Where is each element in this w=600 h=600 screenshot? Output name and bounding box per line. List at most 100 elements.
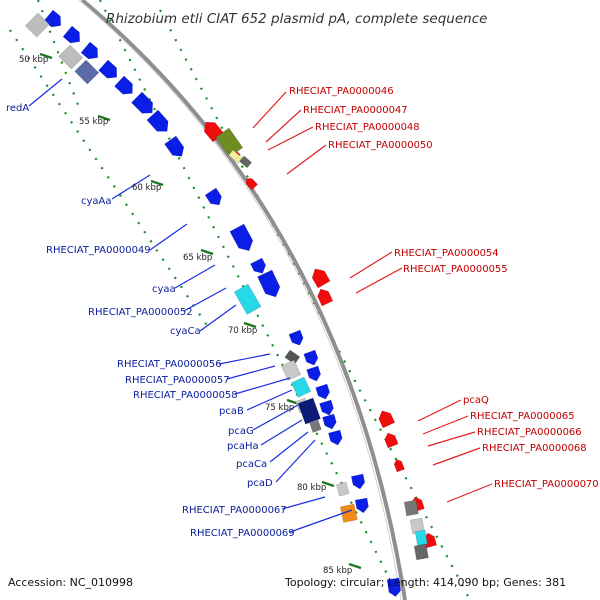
forward-gene: [114, 75, 133, 95]
leader-line: [226, 365, 276, 380]
gene-label-RHECIAT_PA0000058[interactable]: RHECIAT_PA0000058: [133, 390, 238, 401]
gene-box: [290, 376, 312, 398]
gene-box: [280, 359, 302, 381]
gene-arrow: [311, 268, 331, 289]
reverse-gene: [317, 288, 334, 307]
gene-label-pcaB[interactable]: pcaB: [219, 406, 244, 417]
gene-label-RHECIAT_PA0000067[interactable]: RHECIAT_PA0000067: [182, 505, 287, 516]
leader-line: [289, 509, 353, 533]
gene-label-RHECIAT_PA0000057[interactable]: RHECIAT_PA0000057: [125, 375, 230, 386]
forward-gene: [80, 41, 99, 60]
gene-label-RHECIAT_PA0000054[interactable]: RHECIAT_PA0000054: [394, 248, 499, 259]
gene-label-cyaa[interactable]: cyaa: [152, 284, 176, 295]
leader-line: [427, 431, 476, 447]
gene-label-RHECIAT_PA0000068[interactable]: RHECIAT_PA0000068: [482, 443, 587, 454]
gene-box: [74, 59, 100, 85]
forward-gene: [319, 399, 334, 416]
gene-label-RHECIAT_PA0000069[interactable]: RHECIAT_PA0000069: [190, 528, 295, 539]
kbp-tick-mark: [200, 248, 214, 256]
gene-arrow: [315, 383, 330, 400]
topology-text: Topology: circular; Length: 414,090 bp; …: [284, 576, 566, 589]
kbp-marker-50: 50 kbp: [19, 55, 48, 65]
gene-label-RHECIAT_PA0000056[interactable]: RHECIAT_PA0000056: [117, 359, 222, 370]
gene-features: [24, 9, 437, 598]
reverse-gene: [384, 432, 399, 449]
gene-label-pcaCa[interactable]: pcaCa: [236, 459, 267, 470]
gene-grey: [280, 359, 302, 381]
gene-box: [414, 529, 428, 546]
gene-pale: [228, 149, 243, 164]
kbp-marker-85: 85 kbp: [323, 566, 352, 576]
leader-line: [281, 496, 326, 510]
forward-gene: [250, 257, 267, 274]
kbp-tick-mark: [321, 480, 335, 488]
gene-label-pcaHa[interactable]: pcaHa: [227, 441, 259, 452]
gene-arrow: [164, 135, 185, 157]
leader-line: [183, 287, 227, 312]
leader-line: [417, 399, 462, 422]
gene-label-RHECIAT_PA0000049[interactable]: RHECIAT_PA0000049: [46, 245, 151, 256]
gene-label-RHECIAT_PA0000050[interactable]: RHECIAT_PA0000050: [328, 140, 433, 151]
gene-arrow: [354, 497, 369, 514]
forward-gene: [164, 135, 185, 157]
gene-label-RHECIAT_PA0000065[interactable]: RHECIAT_PA0000065: [470, 411, 575, 422]
reverse-gene: [311, 268, 331, 289]
gene-label-RHECIAT_PA0000052[interactable]: RHECIAT_PA0000052: [88, 307, 193, 318]
gene-arrow: [319, 399, 334, 416]
gene-label-cyaAa[interactable]: cyaAa: [81, 196, 112, 207]
forward-gene: [146, 109, 169, 132]
forward-gene: [130, 91, 154, 114]
leader-line: [149, 223, 188, 251]
gene-arrow: [130, 91, 154, 114]
kbp-tick-mark: [97, 114, 111, 122]
gene-box: [309, 419, 322, 433]
gene-arrow: [204, 187, 222, 206]
gene-label-pcaD[interactable]: pcaD: [247, 478, 273, 489]
gene-box: [228, 149, 243, 164]
tick-guide-line: [159, 9, 471, 600]
gene-label-RHECIAT_PA0000046[interactable]: RHECIAT_PA0000046: [289, 86, 394, 97]
leader-line: [111, 174, 151, 200]
forward-gene: [386, 577, 402, 598]
gene-navy: [297, 397, 321, 425]
gene-label-pcaG[interactable]: pcaG: [228, 426, 254, 437]
gene-label-RHECIAT_PA0000066[interactable]: RHECIAT_PA0000066: [477, 427, 582, 438]
backbone-arc: [80, 0, 407, 600]
gene-cyan: [290, 376, 312, 398]
gene-arrow: [98, 59, 117, 79]
gene-label-RHECIAT_PA0000070[interactable]: RHECIAT_PA0000070: [494, 479, 599, 490]
gene-arrow: [114, 75, 133, 95]
gene-arrow: [384, 432, 399, 449]
tick-guide-line: [99, 0, 401, 600]
gene-label-RHECIAT_PA0000055[interactable]: RHECIAT_PA0000055: [403, 264, 508, 275]
kbp-tick-mark: [348, 562, 362, 570]
leader-line: [422, 415, 469, 435]
gene-arrow: [317, 288, 334, 307]
forward-gene: [257, 269, 281, 298]
reverse-gene: [378, 410, 396, 429]
forward-gene: [315, 383, 330, 400]
gene-label-RHECIAT_PA0000047[interactable]: RHECIAT_PA0000047: [303, 105, 408, 116]
gene-label-pcaQ[interactable]: pcaQ: [463, 395, 489, 406]
gene-label-cyaCa[interactable]: cyaCa: [170, 326, 201, 337]
kbp-tick-mark: [39, 52, 53, 60]
gene-box: [239, 155, 253, 169]
gene-label-RHECIAT_PA0000048[interactable]: RHECIAT_PA0000048: [315, 122, 420, 133]
forward-gene: [322, 413, 337, 430]
kbp-marker-65: 65 kbp: [183, 253, 212, 263]
reverse-gene: [393, 458, 405, 473]
gene-box: [339, 503, 358, 523]
gene-label-redA[interactable]: redA: [6, 103, 29, 114]
leader-line: [267, 126, 314, 151]
gene-arrow: [80, 41, 99, 60]
leader-line: [432, 447, 481, 466]
gene-grey: [58, 44, 84, 70]
gene-arrow: [306, 365, 321, 382]
gene-arrow: [229, 223, 254, 252]
leader-line: [355, 267, 403, 294]
gene-arrow: [257, 269, 281, 298]
map-title: Rhizobium etli CIAT 652 plasmid pA, comp…: [106, 11, 487, 27]
leader-line: [260, 419, 303, 446]
gene-cyan: [414, 529, 428, 546]
leader-line: [174, 264, 216, 289]
